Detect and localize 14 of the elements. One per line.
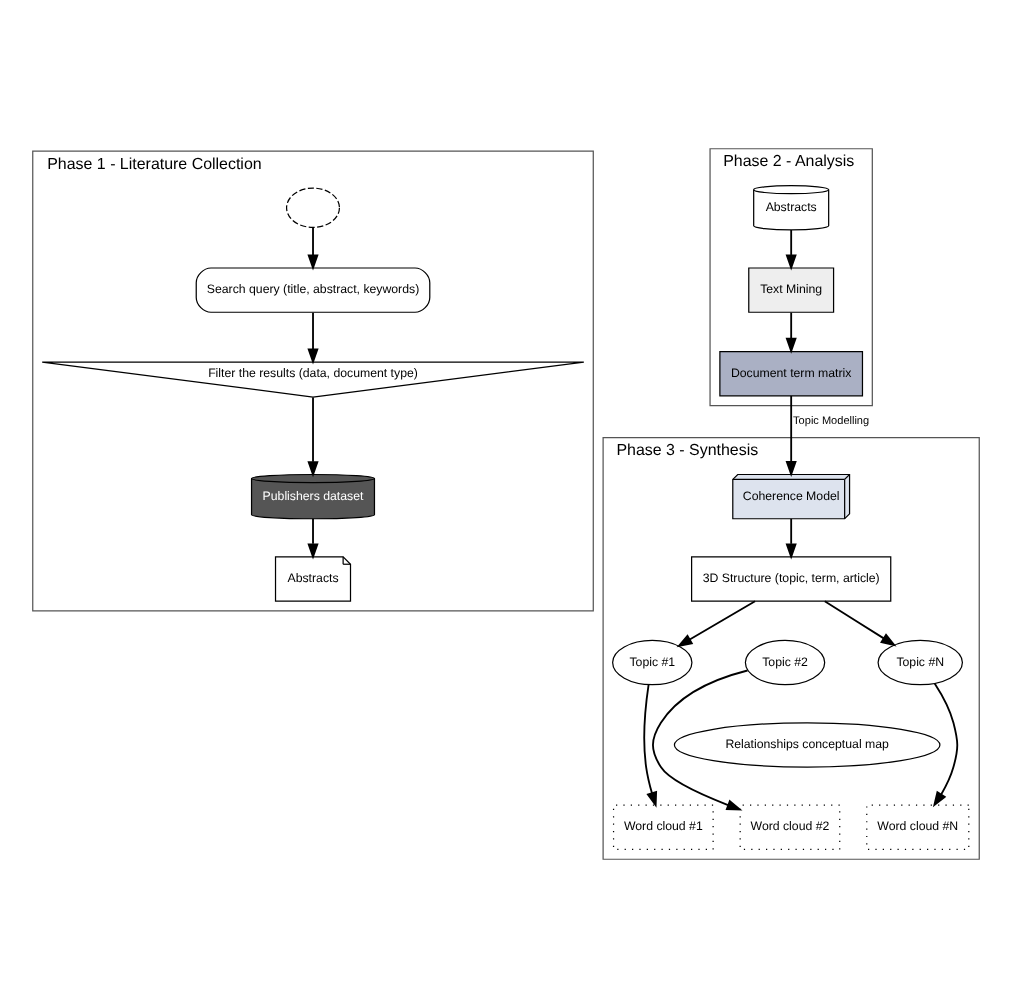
arrow	[306, 226, 318, 271]
node-cloud	[284, 187, 340, 229]
arrow	[784, 517, 796, 560]
arrow	[784, 229, 796, 271]
arrow	[306, 311, 318, 365]
arrow	[306, 396, 318, 478]
arrow	[642, 683, 657, 808]
arrow	[306, 517, 318, 560]
arrow	[784, 395, 796, 478]
arrow	[784, 311, 796, 354]
arrow	[675, 600, 755, 648]
arrow	[822, 600, 896, 647]
arrow	[931, 682, 958, 808]
arrow	[651, 669, 748, 811]
